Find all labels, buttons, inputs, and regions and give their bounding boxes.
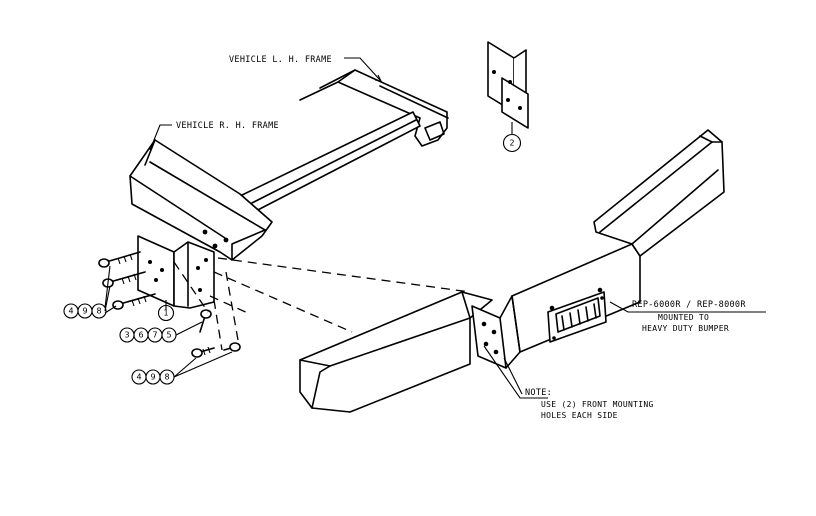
svg-text:8: 8 <box>96 307 101 316</box>
mounted-line-1: MOUNTED TO <box>658 313 709 322</box>
alignment-lines <box>173 257 471 351</box>
note-block: NOTE: USE (2) FRONT MOUNTING HOLES EACH … <box>483 345 654 420</box>
svg-text:6: 6 <box>138 331 143 340</box>
svg-text:4: 4 <box>68 307 73 316</box>
callout-1: 1 <box>157 304 175 322</box>
svg-text:9: 9 <box>150 373 155 382</box>
model-label: REP-6000R / REP-8000R MOUNTED TO HEAVY D… <box>609 300 766 333</box>
svg-text:7: 7 <box>152 331 157 340</box>
svg-text:4: 4 <box>136 373 141 382</box>
note-line-1: USE (2) FRONT MOUNTING <box>541 400 654 409</box>
bracket-part-2: 2 <box>487 41 529 153</box>
model-line: REP-6000R / REP-8000R <box>632 300 746 310</box>
heavy-duty-bumper <box>299 129 725 413</box>
svg-text:2: 2 <box>509 139 514 148</box>
note-line-2: HOLES EACH SIDE <box>541 411 618 420</box>
svg-text:9: 9 <box>82 307 87 316</box>
svg-text:3: 3 <box>124 331 129 340</box>
note-title: NOTE: <box>525 388 552 398</box>
bolts-right <box>191 309 241 358</box>
frame-labels: VEHICLE L. H. FRAME VEHICLE R. H. FRAME <box>149 55 382 151</box>
callout-group-3-6-7-5: 3 6 7 5 <box>119 321 203 343</box>
callout-group-4-9-8-upper: 4 9 8 <box>63 265 117 319</box>
svg-text:1: 1 <box>163 309 168 318</box>
svg-text:8: 8 <box>164 373 169 382</box>
vehicle-frame <box>129 69 449 261</box>
frame-rh-label: VEHICLE R. H. FRAME <box>176 121 279 131</box>
frame-lh-label: VEHICLE L. H. FRAME <box>229 55 332 65</box>
svg-text:5: 5 <box>166 331 171 340</box>
callout-group-4-9-8-lower: 4 9 8 <box>131 351 233 385</box>
callout-2: 2 <box>502 133 522 153</box>
bracket-part-1: 1 <box>137 235 215 322</box>
mounted-line-2: HEAVY DUTY BUMPER <box>642 324 729 333</box>
